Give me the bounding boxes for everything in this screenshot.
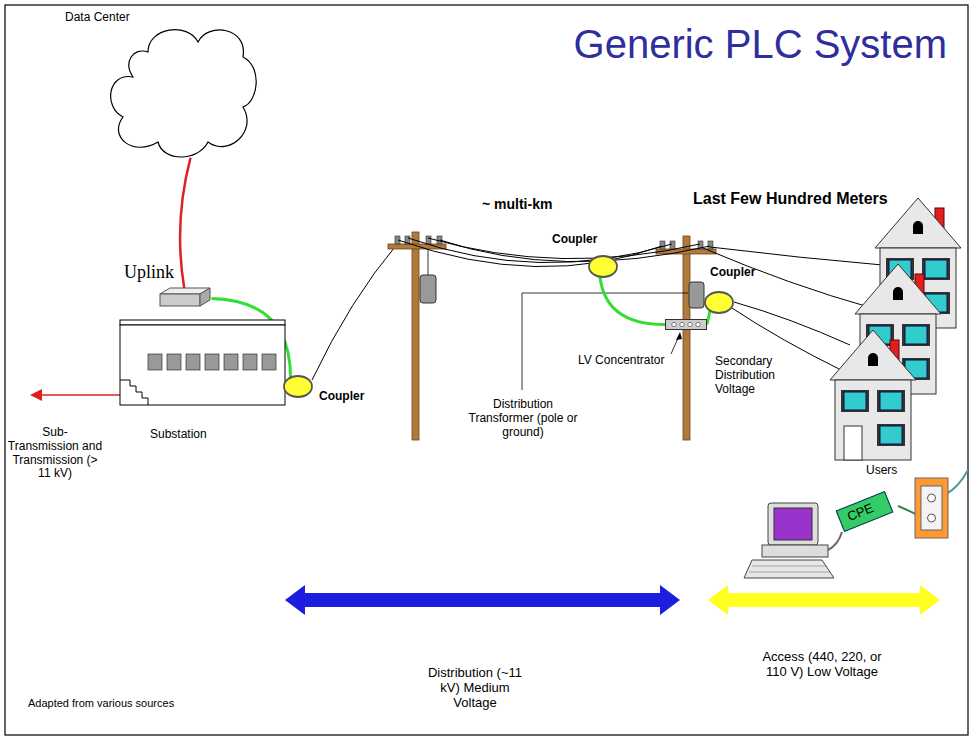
cloud-shape: [108, 22, 258, 162]
houses: Users: [830, 198, 965, 463]
coupler-shape: [704, 291, 734, 314]
lv-concentrator-label: LV Concentrator: [578, 354, 665, 368]
edge-label: Uplink: [124, 262, 174, 283]
substation-shape: [118, 286, 288, 410]
coupler-label: Coupler: [319, 390, 364, 404]
cpe-box: CPE: [836, 491, 894, 532]
lv-concentrator: LV Concentrator: [665, 319, 707, 330]
note-label: Secondary Distribution Voltage: [715, 355, 795, 396]
connector: [600, 277, 665, 325]
note-label: Distribution (~11 kV) Medium Voltage: [425, 666, 525, 711]
note-label: Adapted from various sources: [28, 697, 174, 710]
note-label: Last Few Hundred Meters: [693, 190, 888, 208]
cloud: Data Center: [108, 22, 258, 162]
coupler: Coupler: [588, 255, 618, 278]
coupler-label: Coupler: [552, 233, 597, 247]
coupler-label: Coupler: [710, 266, 755, 280]
lv-concentrator-shape: [665, 319, 707, 330]
houses-label: Users: [866, 464, 897, 478]
connector: [180, 158, 190, 289]
cloud-label: Data Center: [65, 11, 130, 25]
houses-shape: [830, 198, 965, 463]
connector: [707, 311, 710, 325]
note-label: Sub-Transmission and Transmission (> 11 …: [7, 426, 103, 481]
note-label: Distribution Transformer (pole or ground…: [468, 398, 578, 439]
coupler-shape: [283, 375, 313, 398]
title: Generic PLC System: [574, 22, 947, 67]
substation: Substation: [118, 286, 288, 410]
cpe-label: CPE: [837, 492, 892, 531]
note-label: ~ multi-km: [482, 196, 552, 212]
substation-label: Substation: [150, 428, 207, 442]
coupler-shape: [588, 255, 618, 278]
note-label: Access (440, 220, or 110 V) Low Voltage: [757, 650, 887, 680]
coupler: Coupler: [704, 291, 734, 314]
coupler: Coupler: [283, 375, 313, 398]
